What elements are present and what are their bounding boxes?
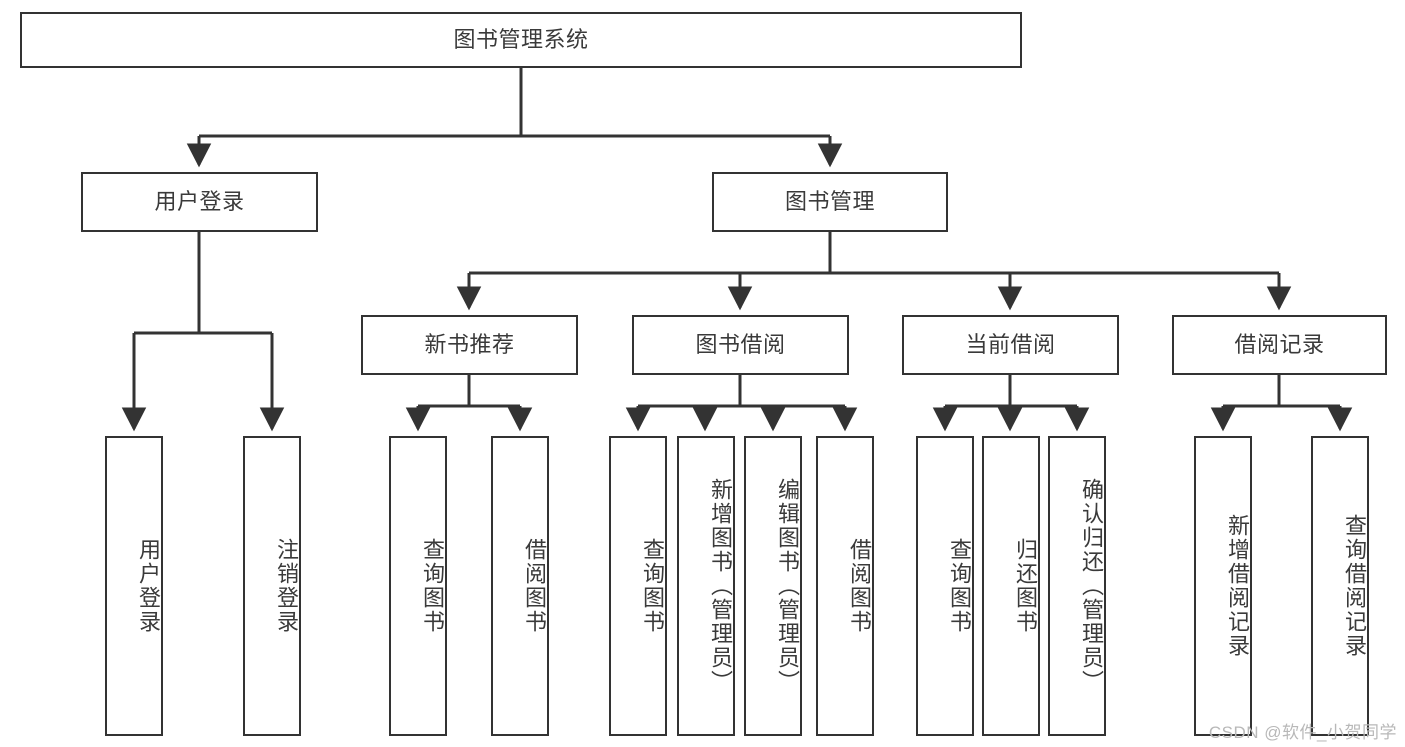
node-leaf-borrow-book-1-label: 借阅图书 [522,538,547,634]
node-book-borrow[interactable]: 图书借阅 [632,315,849,375]
node-new-book-recommend-label: 新书推荐 [424,331,515,357]
node-leaf-logout-login[interactable]: 注销登录 [243,436,301,736]
node-leaf-user-login[interactable]: 用户登录 [105,436,163,736]
node-leaf-query-book-2[interactable]: 查询图书 [609,436,667,736]
node-leaf-logout-login-label: 注销登录 [274,538,299,634]
node-leaf-borrow-book-1[interactable]: 借阅图书 [491,436,549,736]
node-book-manage[interactable]: 图书管理 [712,172,948,232]
node-book-manage-label: 图书管理 [784,188,875,214]
node-current-borrow[interactable]: 当前借阅 [902,315,1119,375]
node-leaf-query-book-1-label: 查询图书 [420,538,445,634]
node-leaf-query-book-2-label: 查询图书 [640,538,665,634]
node-leaf-user-login-label: 用户登录 [136,538,161,634]
node-root[interactable]: 图书管理系统 [20,12,1022,68]
node-leaf-add-book-admin-label: 新增图书（管理员） [708,478,733,694]
node-book-borrow-label: 图书借阅 [695,331,786,357]
node-leaf-confirm-return-admin-label: 确认归还（管理员） [1079,478,1104,694]
node-leaf-query-book-1[interactable]: 查询图书 [389,436,447,736]
node-new-book-recommend[interactable]: 新书推荐 [361,315,578,375]
node-leaf-edit-book-admin-label: 编辑图书（管理员） [775,478,800,694]
node-user-login-label: 用户登录 [154,188,245,214]
node-leaf-add-borrow-record-label: 新增借阅记录 [1225,514,1250,658]
node-leaf-query-borrow-record-label: 查询借阅记录 [1342,514,1367,658]
node-leaf-borrow-book-2[interactable]: 借阅图书 [816,436,874,736]
node-user-login[interactable]: 用户登录 [81,172,318,232]
node-borrow-record-label: 借阅记录 [1234,331,1325,357]
node-leaf-edit-book-admin[interactable]: 编辑图书（管理员） [744,436,802,736]
watermark-text: CSDN @软件_小贺同学 [1208,723,1397,742]
node-root-label: 图书管理系统 [453,26,589,52]
node-leaf-add-book-admin[interactable]: 新增图书（管理员） [677,436,735,736]
node-leaf-query-book-3[interactable]: 查询图书 [916,436,974,736]
node-leaf-query-borrow-record[interactable]: 查询借阅记录 [1311,436,1369,736]
node-leaf-return-book-label: 归还图书 [1013,538,1038,634]
node-borrow-record[interactable]: 借阅记录 [1172,315,1387,375]
node-current-borrow-label: 当前借阅 [965,331,1056,357]
node-leaf-borrow-book-2-label: 借阅图书 [847,538,872,634]
node-leaf-add-borrow-record[interactable]: 新增借阅记录 [1194,436,1252,736]
node-leaf-confirm-return-admin[interactable]: 确认归还（管理员） [1048,436,1106,736]
node-leaf-return-book[interactable]: 归还图书 [982,436,1040,736]
node-leaf-query-book-3-label: 查询图书 [947,538,972,634]
